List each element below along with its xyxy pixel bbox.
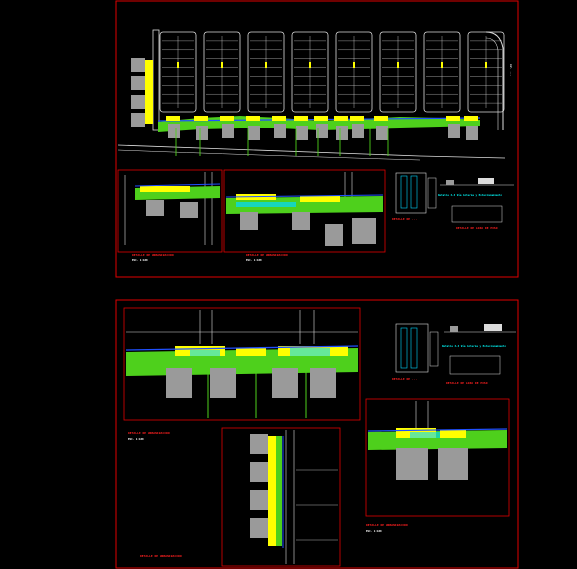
house <box>196 126 208 140</box>
street-marker <box>309 62 311 68</box>
house <box>248 126 260 140</box>
street-marker <box>265 62 267 68</box>
sheet-2-frame <box>115 299 519 569</box>
yellow-strip <box>294 116 308 121</box>
detail-top: DETALLE DE URBANIZACION ESC. 1:100 <box>123 307 361 441</box>
left-strip-block <box>152 29 160 131</box>
street-marker <box>353 62 355 68</box>
house <box>352 124 364 138</box>
sidewalk-curve-2 <box>117 149 421 161</box>
detail-top-title: DETALLE DE URBANIZACION <box>128 431 170 435</box>
city-block <box>291 31 329 113</box>
city-block <box>203 31 241 113</box>
detail-mid-title: DETALLE DE URBANIZACION <box>246 253 288 257</box>
house <box>222 124 234 138</box>
detail-bottom-right-title: DETALLE DE URBANIZACION <box>366 523 408 527</box>
house <box>168 124 180 138</box>
yellow-strip <box>350 116 364 121</box>
detail-left: DETALLE DE URBANIZACION ESC. 1:100 <box>117 169 223 262</box>
sidewalk-curve <box>117 144 506 159</box>
yellow-strip <box>272 116 286 121</box>
s2-detail-right-c-title: DETALLE DE LOZA DE PISO <box>446 381 488 385</box>
road-label: AV. ... <box>509 64 513 77</box>
detail-mid-scale: ESC. 1:100 <box>246 258 262 262</box>
house <box>316 124 328 138</box>
left-houses <box>131 58 153 127</box>
house <box>336 126 348 140</box>
detail-right-cluster-1: DETALLE DE ... Detalle 3-3 Vía interna y… <box>392 172 514 230</box>
house <box>296 126 308 140</box>
detail-right-c-title: DETALLE DE LOZA DE PISO <box>456 226 498 230</box>
city-block <box>379 31 417 113</box>
house <box>376 126 388 140</box>
green-posts <box>175 128 389 156</box>
yellow-strip <box>220 116 234 121</box>
city-block <box>335 31 373 113</box>
sheet-2: DETALLE DE URBANIZACION ESC. 1:100 DETAL… <box>115 299 519 569</box>
detail-top-scale: ESC. 1:100 <box>128 437 144 441</box>
detail-bottom-left: DETALLE DE URBANIZACION <box>140 427 341 567</box>
yellow-strip <box>334 116 348 121</box>
yellow-strip <box>314 116 328 121</box>
s2-detail-right-b-title: Detalle 3-3 Vía interna y Estacionamient… <box>442 344 506 348</box>
city-block <box>423 31 461 113</box>
site-plan-1: AV. ... <box>117 29 513 161</box>
block-row-1 <box>159 31 505 113</box>
curved-road <box>485 31 504 130</box>
street-marker <box>485 62 487 68</box>
city-block <box>159 31 197 113</box>
detail-left-scale: ESC. 1:100 <box>132 258 148 262</box>
detail-right-a-title: DETALLE DE ... <box>392 217 417 221</box>
yellow-strip <box>374 116 388 121</box>
street-houses <box>166 116 478 140</box>
house <box>274 124 286 138</box>
detail-bottom-right: DETALLE DE URBANIZACION ESC. 1:100 <box>365 398 510 533</box>
house <box>448 124 460 138</box>
s2-detail-right-a-title: DETALLE DE ... <box>392 377 417 381</box>
yellow-strip <box>246 116 260 121</box>
street-marker <box>177 62 179 68</box>
curved-road-inner <box>485 37 499 130</box>
sheet-1-frame <box>115 0 519 278</box>
yellow-strip <box>166 116 180 121</box>
sheet-1: AV. ... <box>115 0 519 278</box>
detail-right-b-title: Detalle 3-3 Vía interna y Estacionamient… <box>438 193 502 197</box>
street-marker <box>221 62 223 68</box>
house <box>466 126 478 140</box>
detail-right-cluster-2: DETALLE DE ... Detalle 3-3 Vía interna y… <box>392 323 516 385</box>
detail-left-title: DETALLE DE URBANIZACION <box>132 253 174 257</box>
detail-bottom-left-title: DETALLE DE URBANIZACION <box>140 554 182 558</box>
city-block <box>247 31 285 113</box>
detail-middle: DETALLE DE URBANIZACION ESC. 1:100 <box>223 169 386 262</box>
yellow-strip <box>464 116 478 121</box>
street-marker <box>441 62 443 68</box>
street-marker <box>397 62 399 68</box>
detail-bottom-right-scale: ESC. 1:100 <box>366 529 382 533</box>
yellow-strip <box>194 116 208 121</box>
yellow-strip <box>446 116 460 121</box>
